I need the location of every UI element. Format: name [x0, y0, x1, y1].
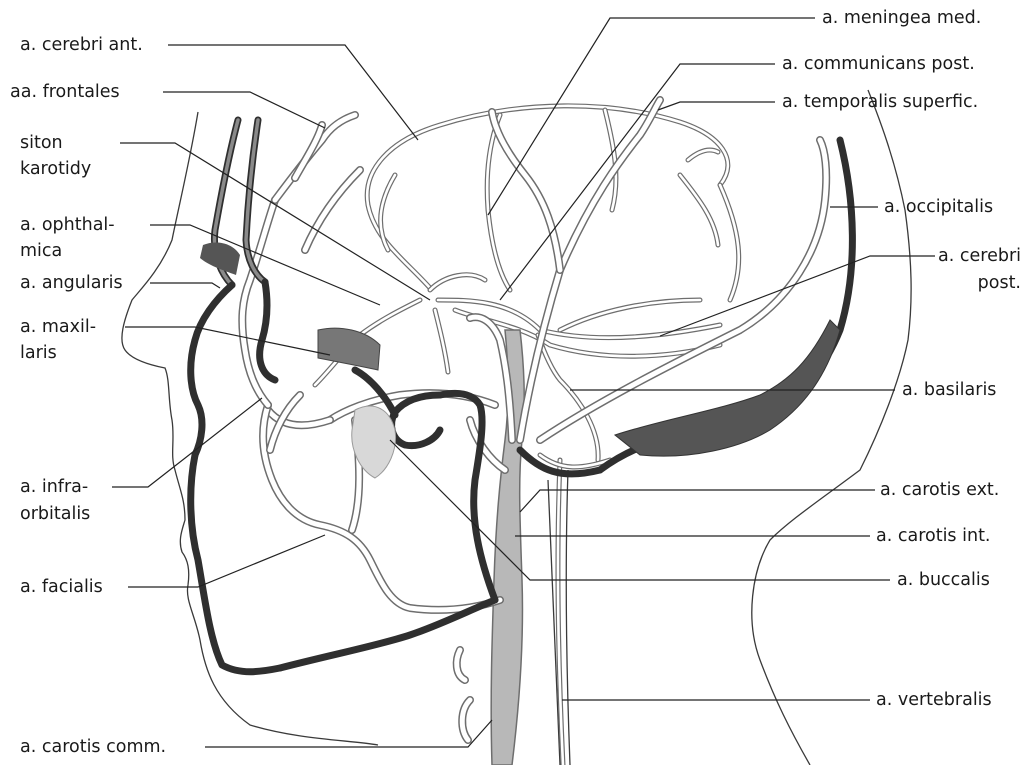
- label-siton-line2: karotidy: [20, 158, 91, 180]
- label-temporalis-superfic: a. temporalis superfic.: [782, 91, 978, 113]
- leader-communicans-post: [500, 64, 775, 300]
- leader-facialis: [128, 535, 325, 587]
- label-maxillaris-line1: a. maxil-: [20, 316, 96, 338]
- label-basilaris: a. basilaris: [902, 379, 996, 401]
- label-ophthalmica-line1: a. ophthal-: [20, 214, 115, 236]
- label-facialis: a. facialis: [20, 576, 103, 598]
- leader-angularis: [150, 283, 220, 288]
- label-angularis: a. angularis: [20, 272, 123, 294]
- leader-carotis-ext: [520, 490, 875, 512]
- label-carotis-ext: a. carotis ext.: [880, 479, 999, 501]
- label-carotis-comm: a. carotis comm.: [20, 736, 166, 758]
- label-ophthalmica-line2: mica: [20, 240, 62, 262]
- label-cerebri-ant: a. cerebri ant.: [20, 34, 143, 56]
- label-carotis-int: a. carotis int.: [876, 525, 991, 547]
- label-vertebralis: a. vertebralis: [876, 689, 992, 711]
- leader-frontales: [163, 92, 325, 128]
- leader-temporalis-superfic: [658, 102, 775, 110]
- label-frontales: aa. frontales: [10, 81, 120, 103]
- leader-maxillaris: [125, 327, 330, 355]
- leader-siton: [120, 143, 430, 300]
- leader-buccalis: [390, 440, 890, 580]
- label-maxillaris-line2: laris: [20, 342, 57, 364]
- label-meningea-med: a. meningea med.: [822, 7, 981, 29]
- label-cerebri-post-line2: post.: [978, 272, 1021, 294]
- label-siton-line1: siton: [20, 132, 63, 154]
- label-infraorbitalis-line1: a. infra-: [20, 476, 88, 498]
- label-communicans-post: a. communicans post.: [782, 53, 975, 75]
- label-cerebri-post-line1: a. cerebri: [938, 245, 1021, 267]
- leader-infraorbitalis: [112, 398, 262, 487]
- label-buccalis: a. buccalis: [897, 569, 990, 591]
- label-infraorbitalis-line2: orbitalis: [20, 503, 90, 525]
- label-occipitalis: a. occipitalis: [884, 196, 993, 218]
